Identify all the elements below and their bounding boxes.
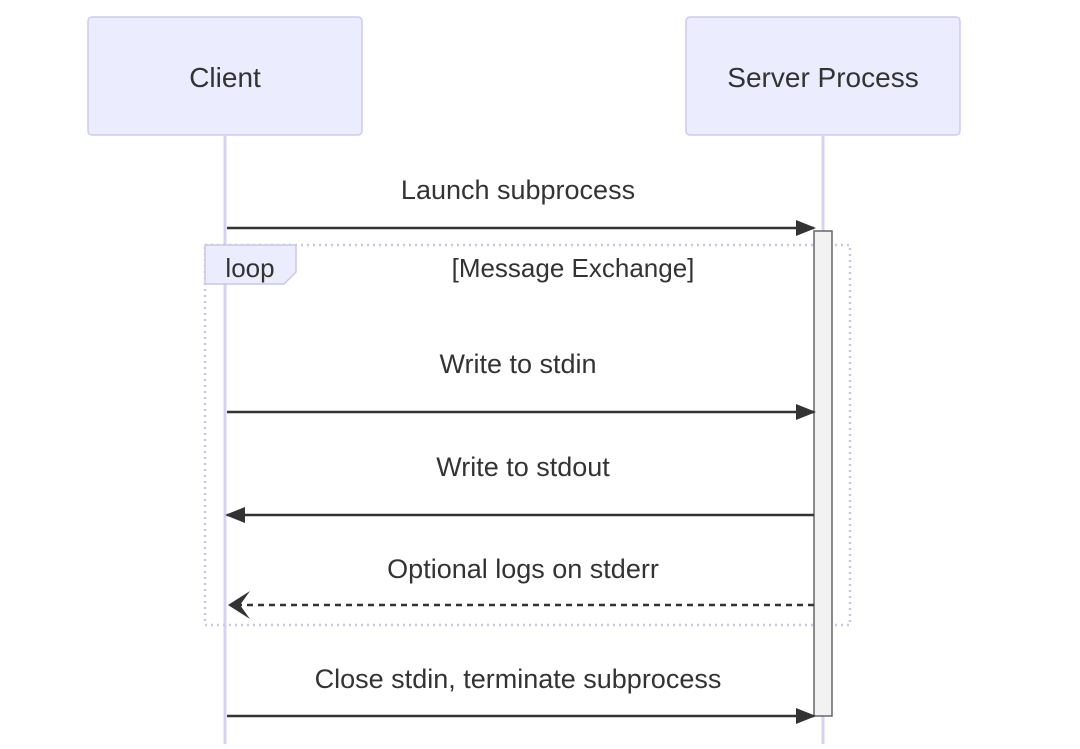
actor-client-label: Client [189, 62, 261, 93]
actor-client: Client [87, 16, 363, 136]
message-launch-subprocess: Launch subprocess [227, 175, 816, 236]
loop-tab [204, 244, 297, 285]
message-close-stdin: Close stdin, terminate subprocess [227, 664, 816, 724]
actor-server: Server Process [685, 16, 961, 136]
message-label: Write to stdout [436, 452, 610, 482]
message-write-stdin: Write to stdin [227, 349, 816, 420]
loop-keyword: loop [225, 253, 274, 283]
open-arrowhead [228, 591, 250, 619]
message-label: Launch subprocess [401, 175, 635, 205]
message-label: Close stdin, terminate subprocess [315, 664, 722, 694]
server-activation-bar [813, 230, 833, 717]
message-label: Write to stdin [439, 349, 596, 379]
actor-server-label: Server Process [727, 62, 918, 93]
message-write-stdout: Write to stdout [225, 452, 814, 523]
message-optional-logs: Optional logs on stderr [228, 554, 814, 619]
loop-condition: [Message Exchange] [452, 253, 695, 283]
loop-frame: loop [Message Exchange] [203, 243, 852, 627]
message-label: Optional logs on stderr [387, 554, 659, 584]
